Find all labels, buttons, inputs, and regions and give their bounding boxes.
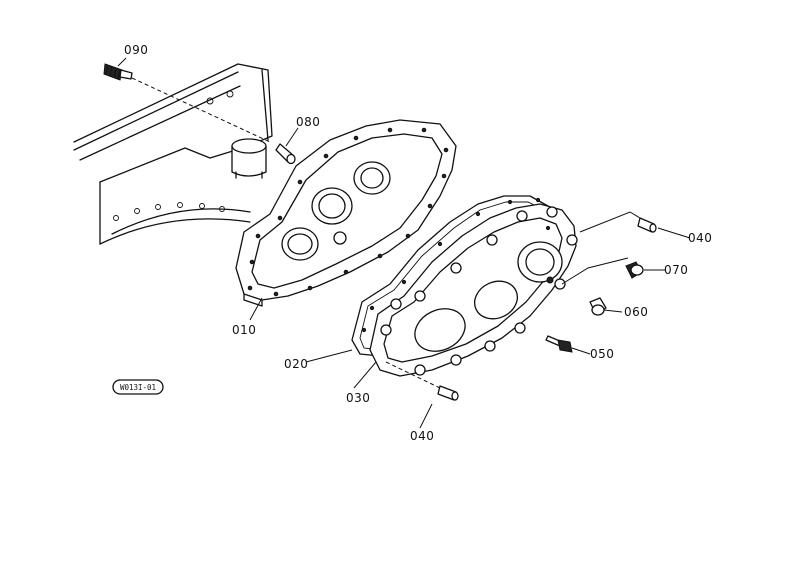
label-070: 070 — [664, 263, 688, 277]
label-090: 090 — [124, 43, 148, 57]
pin-080 — [275, 143, 296, 165]
bolt-050 — [545, 335, 573, 353]
leader-lines — [117, 57, 691, 429]
label-010: 010 — [232, 323, 256, 337]
gasket-holes — [361, 197, 551, 333]
label-040-upper: 040 — [688, 231, 712, 245]
diagram-code: W013I-01 — [120, 383, 156, 392]
case-cover-030 — [361, 197, 578, 377]
chassis-frame — [73, 63, 273, 245]
label-060: 060 — [624, 305, 648, 319]
pin-040-upper — [637, 217, 657, 233]
label-030: 030 — [346, 391, 370, 405]
pin-040-lower — [385, 361, 459, 401]
nut-070 — [625, 261, 644, 279]
gear-case-010 — [235, 119, 457, 307]
label-050: 050 — [590, 347, 614, 361]
label-020: 020 — [284, 357, 308, 371]
part-labels: 090 080 010 020 030 040 040 070 060 050 — [124, 43, 712, 443]
label-080: 080 — [296, 115, 320, 129]
diagram-code-badge: W013I-01 — [112, 379, 164, 395]
case-bolt-holes — [247, 127, 449, 297]
plug-060 — [589, 297, 607, 316]
cover-bosses — [380, 206, 578, 376]
bolt-090 — [103, 63, 271, 143]
label-040-lower: 040 — [410, 429, 434, 443]
